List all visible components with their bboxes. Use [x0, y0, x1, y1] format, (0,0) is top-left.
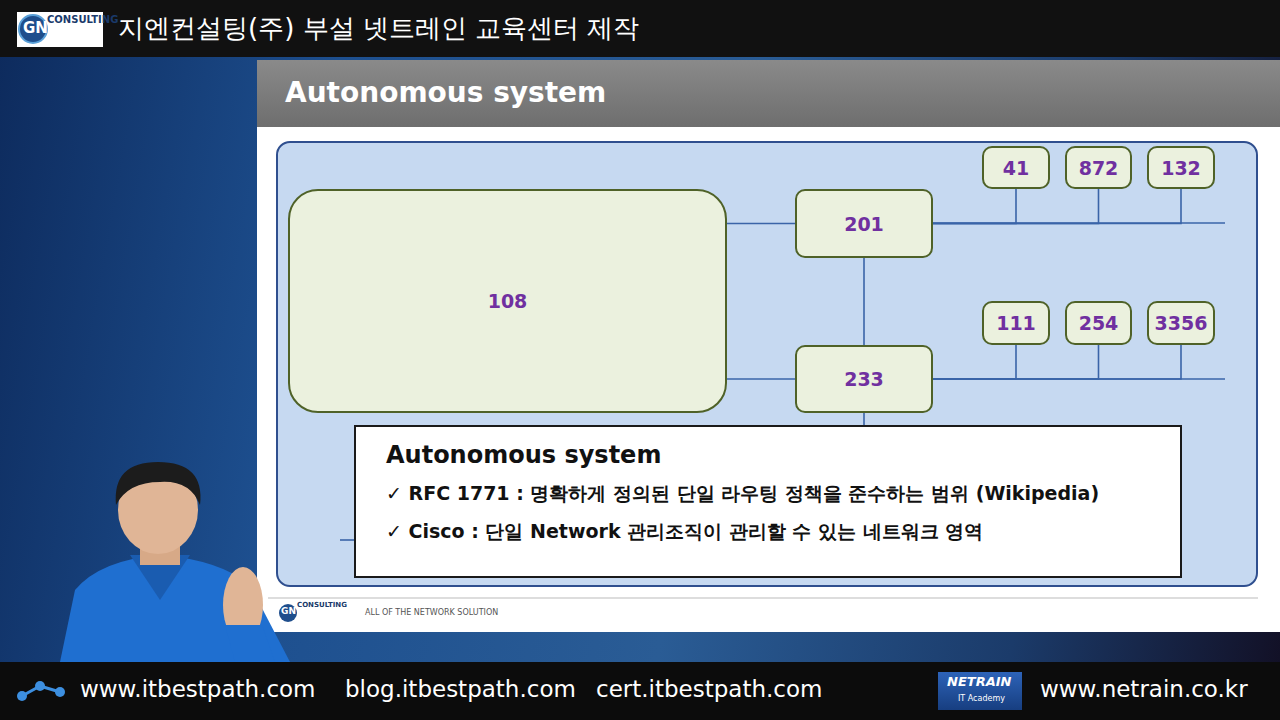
text-label: CONSULTING — [297, 602, 347, 610]
text-label: 지엔컨설팅(주) 부설 넷트레인 교육센터 제작 — [118, 14, 639, 43]
definition-box: Autonomous system ✓ RFC 1771 : 명확하게 정의된 단… — [354, 425, 1182, 578]
as-box: 108 — [288, 189, 727, 413]
as-box: 201 — [795, 189, 933, 258]
text-label: blog.itbestpath.com — [345, 677, 576, 702]
node-label: 108 — [488, 290, 528, 312]
as-box: 132 — [1147, 146, 1215, 189]
text-label: cert.itbestpath.com — [596, 677, 822, 702]
slide-title: Autonomous system — [285, 78, 606, 109]
as-box: 41 — [982, 146, 1050, 189]
as-box: 872 — [1065, 146, 1132, 189]
node-label: Autonomous system — [386, 441, 1160, 469]
as-box: 3356 — [1147, 301, 1215, 345]
node-label: 872 — [1079, 157, 1119, 179]
share-icon — [0, 662, 80, 720]
node-label: 111 — [996, 312, 1036, 334]
text-label: ALL OF THE NETWORK SOLUTION — [365, 609, 498, 618]
link-line — [863, 258, 865, 345]
text-label: IT Academy — [958, 695, 1005, 704]
logo-mark — [0, 0, 120, 60]
link-line — [727, 223, 795, 225]
as-box: 254 — [1065, 301, 1132, 345]
node-label: 233 — [844, 368, 884, 390]
as-box: 111 — [982, 301, 1050, 345]
presenter-figure — [0, 0, 320, 720]
text-label: NETRAIN — [947, 675, 1011, 689]
link-line — [727, 378, 795, 380]
node-label: 132 — [1161, 157, 1201, 179]
definition-line: ✓ RFC 1771 : 명확하게 정의된 단일 라우팅 정책을 준수하는 범위… — [386, 481, 1160, 507]
text-label: GN — [281, 607, 296, 617]
text-label: www.netrain.co.kr — [1040, 677, 1248, 702]
text-label: CONSULTING — [47, 14, 118, 25]
text-label: www.itbestpath.com — [80, 677, 316, 702]
text-label: GN — [23, 20, 48, 37]
as-box: 233 — [795, 345, 933, 413]
node-label: 41 — [1003, 157, 1029, 179]
node-label: 3356 — [1155, 312, 1208, 334]
node-label: 201 — [844, 213, 884, 235]
definition-line: ✓ Cisco : 단일 Network 관리조직이 관리할 수 있는 네트워크… — [386, 519, 1160, 545]
node-label: 254 — [1079, 312, 1119, 334]
